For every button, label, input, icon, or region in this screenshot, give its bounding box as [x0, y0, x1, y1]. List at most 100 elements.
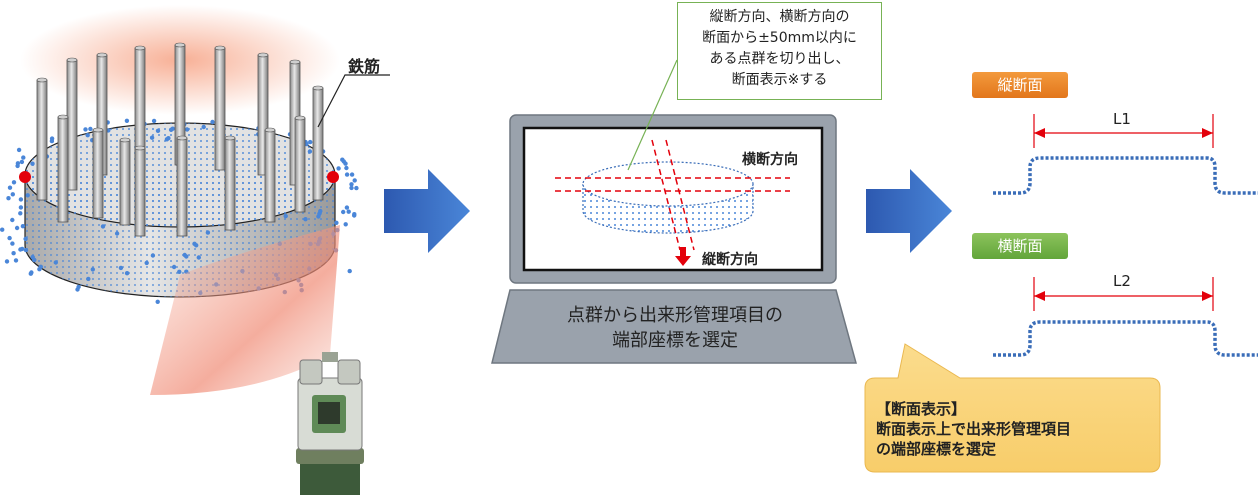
rebar-rod — [214, 45, 226, 171]
scatter-point — [100, 224, 106, 229]
longitudinal-profile-curve — [993, 156, 1258, 195]
callout-line-1: 断面表示上で出来形管理項目 — [876, 420, 1072, 438]
scatter-point — [88, 126, 93, 132]
rebar-rod — [119, 137, 131, 226]
scatter-point — [53, 260, 58, 265]
scatter-point — [37, 267, 42, 272]
longitudinal-direction-label: 縦断方向 — [702, 252, 758, 268]
monitor-caption-line-2: 端部座標を選定 — [612, 330, 738, 351]
rebar-label: 鉄筋 — [348, 57, 381, 76]
laptop-illustration — [491, 59, 857, 364]
scatter-point — [124, 118, 130, 124]
longitudinal-section-profile — [993, 114, 1258, 195]
rebar-rod — [224, 135, 236, 231]
note-line-2: 断面から±50mm以内に — [702, 30, 857, 46]
laser-scanner-device — [296, 352, 364, 495]
rebar-rod — [92, 127, 104, 219]
scatter-point — [210, 119, 215, 125]
pile-cylinder-illustration — [0, 5, 390, 495]
monitor-caption: 点群から出来形管理項目の 端部座標を選定 — [505, 303, 845, 353]
scatter-point — [23, 236, 28, 242]
scatter-point — [14, 225, 20, 231]
scatter-point — [6, 196, 11, 201]
scatter-point — [303, 217, 308, 222]
laptop-keyboard-base — [491, 289, 857, 364]
scatter-point — [18, 197, 24, 202]
scatter-point — [18, 211, 23, 216]
rebar-rod — [294, 115, 306, 213]
scatter-point — [308, 139, 313, 145]
edge-marker-right — [327, 171, 339, 183]
rebar-rod — [257, 52, 269, 176]
flow-arrow-1 — [384, 169, 470, 253]
scatter-point — [86, 276, 91, 282]
scatter-point — [177, 269, 182, 274]
scatter-point — [114, 231, 120, 236]
scatter-point — [352, 178, 357, 183]
scatter-point — [354, 185, 359, 191]
scatter-point — [18, 247, 23, 252]
scatter-point — [118, 265, 124, 271]
scatter-point — [4, 259, 10, 264]
scatter-point — [344, 172, 350, 177]
scatter-point — [16, 147, 22, 153]
scatter-point — [307, 149, 313, 154]
note-line-4: 断面表示※する — [731, 72, 828, 88]
rebar-rod — [66, 57, 78, 191]
scatter-point — [343, 222, 348, 227]
scatter-point — [349, 172, 355, 177]
scatter-point — [15, 163, 20, 169]
scatter-point — [283, 213, 288, 219]
callout-text: 【断面表示】 断面表示上で出来形管理項目 の端部座標を選定 — [876, 399, 1156, 459]
scatter-point — [340, 157, 345, 162]
scatter-point — [155, 128, 161, 133]
longitudinal-section-tag: 縦断面 — [972, 72, 1068, 98]
longitudinal-cut-line-2 — [665, 139, 695, 251]
rebar-rod — [312, 85, 324, 201]
scatter-point — [196, 255, 201, 260]
scatter-point — [11, 180, 17, 185]
callout-title: 【断面表示】 — [876, 400, 967, 418]
rebar-rod — [36, 77, 48, 201]
scatter-point — [13, 258, 19, 263]
scatter-point — [11, 251, 16, 256]
scatter-point — [29, 270, 34, 275]
scatter-point — [25, 193, 30, 198]
longitudinal-cut-line-1 — [651, 139, 681, 251]
flow-arrow-2 — [866, 169, 952, 253]
scatter-point — [23, 247, 29, 253]
scatter-point — [20, 224, 26, 229]
scatter-point — [19, 159, 25, 165]
edge-marker-left — [19, 171, 31, 183]
transverse-section-tag: 横断面 — [972, 233, 1068, 259]
scatter-point — [343, 161, 348, 166]
rebar-rod — [176, 135, 188, 237]
scatter-point — [341, 209, 346, 215]
note-line-1: 縦断方向、横断方向の — [709, 9, 850, 25]
scatter-point — [334, 220, 339, 225]
screen-disk-top — [582, 161, 754, 207]
scatter-point — [192, 241, 197, 246]
scatter-point — [171, 264, 177, 270]
scatter-point — [10, 217, 15, 223]
scatter-point — [318, 208, 323, 214]
transverse-direction-label: 横断方向 — [742, 152, 798, 168]
scatter-point — [201, 124, 206, 130]
scatter-point — [352, 213, 357, 218]
scatter-point — [150, 253, 156, 258]
scatter-point — [10, 241, 15, 246]
scatter-point — [336, 166, 341, 171]
scatter-point — [346, 209, 351, 214]
scatter-point — [124, 271, 130, 276]
scatter-point — [205, 230, 211, 235]
scatter-point — [21, 155, 26, 160]
scatter-point — [151, 118, 157, 124]
scatter-point — [90, 267, 96, 272]
rebar-rods — [36, 42, 324, 237]
scatter-point — [0, 227, 5, 232]
callout-line-2: の端部座標を選定 — [876, 440, 997, 458]
note-line-3: ある点群を切り出し、 — [709, 51, 850, 67]
scatter-point — [7, 185, 13, 190]
transverse-profile-curve — [993, 320, 1258, 357]
scatter-point — [30, 161, 35, 166]
